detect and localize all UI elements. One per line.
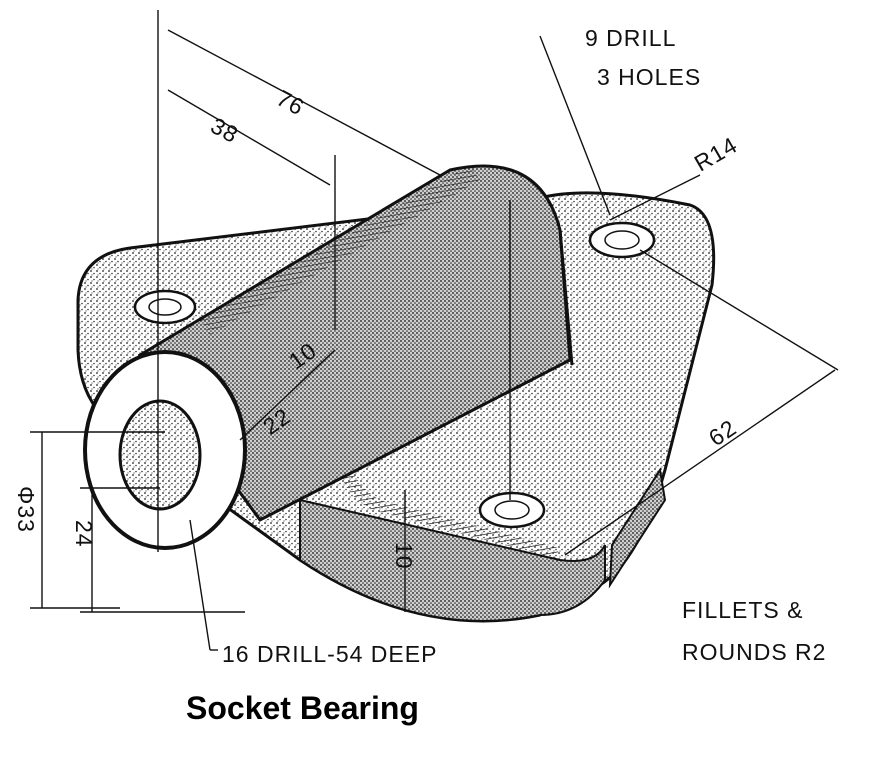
note-9-drill: 9 DRILL xyxy=(585,25,676,51)
dim-62: 62 xyxy=(704,414,741,451)
dim-24: 24 xyxy=(71,520,97,548)
note-rounds: ROUNDS R2 xyxy=(682,639,826,665)
drill-hole-left xyxy=(133,289,197,325)
note-fillets: FILLETS & xyxy=(682,597,803,623)
note-16-drill: 16 DRILL-54 DEEP xyxy=(222,641,437,667)
dim-76: 76 xyxy=(272,85,309,121)
hub-cylinder xyxy=(137,164,574,522)
dim-phi33: Φ33 xyxy=(13,486,39,533)
drill-hole-right xyxy=(588,221,656,259)
note-r14: R14 xyxy=(690,131,742,176)
hub-end-face xyxy=(83,350,247,550)
drill-hole-front xyxy=(478,491,546,529)
note-3-holes: 3 HOLES xyxy=(597,64,701,90)
dimension-lines xyxy=(30,10,839,651)
dim-38: 38 xyxy=(206,112,243,148)
drawing-title: Socket Bearing xyxy=(186,690,419,726)
dim-10-base: 10 xyxy=(391,542,417,570)
